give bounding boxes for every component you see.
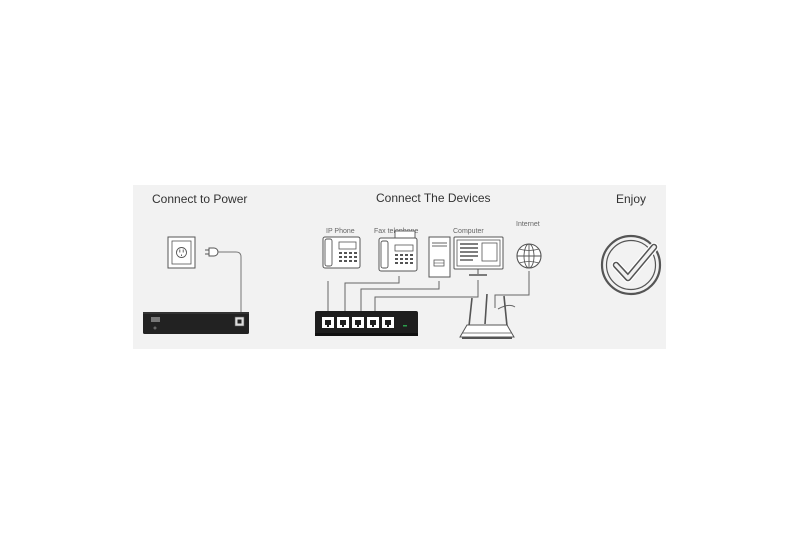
fax-telephone-icon bbox=[378, 230, 418, 272]
power-plug-icon bbox=[205, 247, 242, 317]
ip-phone-label: IP Phone bbox=[326, 228, 355, 235]
internet-globe-icon bbox=[516, 243, 542, 269]
power-switch-device bbox=[143, 312, 249, 334]
power-outlet-icon bbox=[167, 236, 196, 269]
enjoy-title: Enjoy bbox=[616, 192, 647, 206]
computer-tower-icon bbox=[428, 236, 451, 278]
setup-illustration bbox=[143, 230, 662, 339]
network-switch-icon bbox=[315, 311, 418, 336]
instruction-panel: Connect to Power Connect The Devices Enj… bbox=[133, 185, 666, 349]
connection-cables bbox=[327, 271, 530, 312]
computer-monitor-icon bbox=[453, 236, 504, 276]
power-title: Connect to Power bbox=[152, 192, 248, 206]
ip-phone-icon bbox=[322, 236, 361, 269]
check-circle-icon bbox=[600, 234, 662, 296]
internet-label: Internet bbox=[516, 221, 540, 228]
router-icon bbox=[459, 293, 515, 339]
devices-title: Connect The Devices bbox=[376, 191, 491, 205]
computer-label: Computer bbox=[453, 228, 484, 235]
